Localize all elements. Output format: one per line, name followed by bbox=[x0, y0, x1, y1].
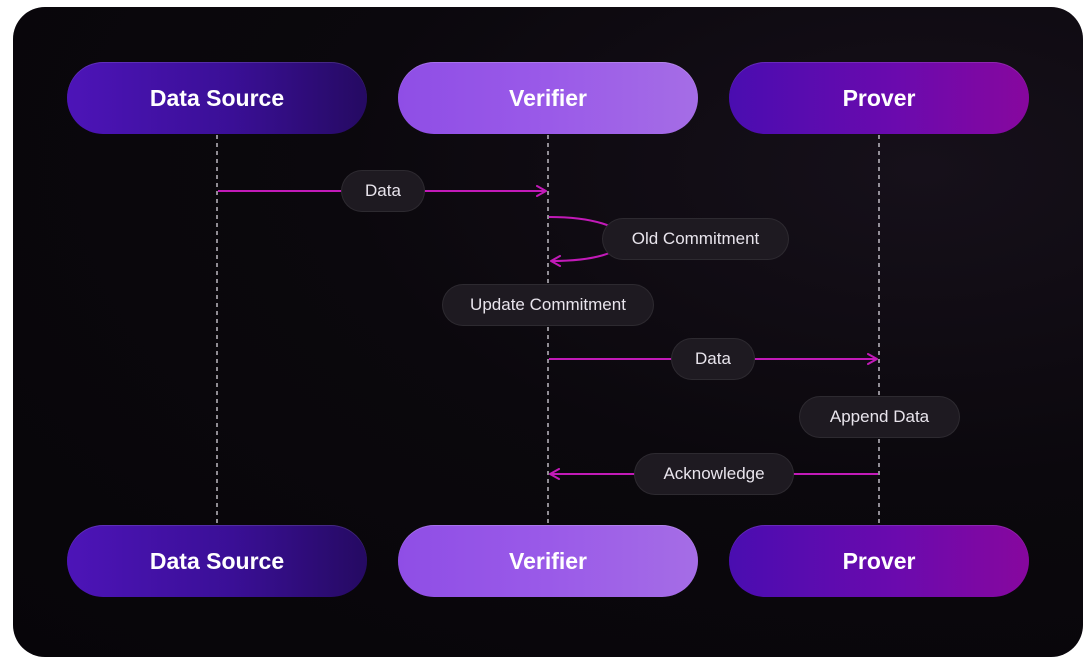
participant-verifier-bottom: Verifier bbox=[398, 525, 698, 597]
message-label-acknowledge: Acknowledge bbox=[634, 453, 794, 495]
participant-data-source-bottom: Data Source bbox=[67, 525, 367, 597]
participant-data-source-top: Data Source bbox=[67, 62, 367, 134]
message-label-old-commitment: Old Commitment bbox=[602, 218, 789, 260]
message-label-data-2: Data bbox=[671, 338, 755, 380]
note-append-data: Append Data bbox=[799, 396, 960, 438]
message-label-data-1: Data bbox=[341, 170, 425, 212]
note-update-commitment: Update Commitment bbox=[442, 284, 654, 326]
sequence-diagram: Data Source Verifier Prover Data Old Com… bbox=[13, 7, 1083, 657]
participant-prover-bottom: Prover bbox=[729, 525, 1029, 597]
participant-prover-top: Prover bbox=[729, 62, 1029, 134]
participant-verifier-top: Verifier bbox=[398, 62, 698, 134]
